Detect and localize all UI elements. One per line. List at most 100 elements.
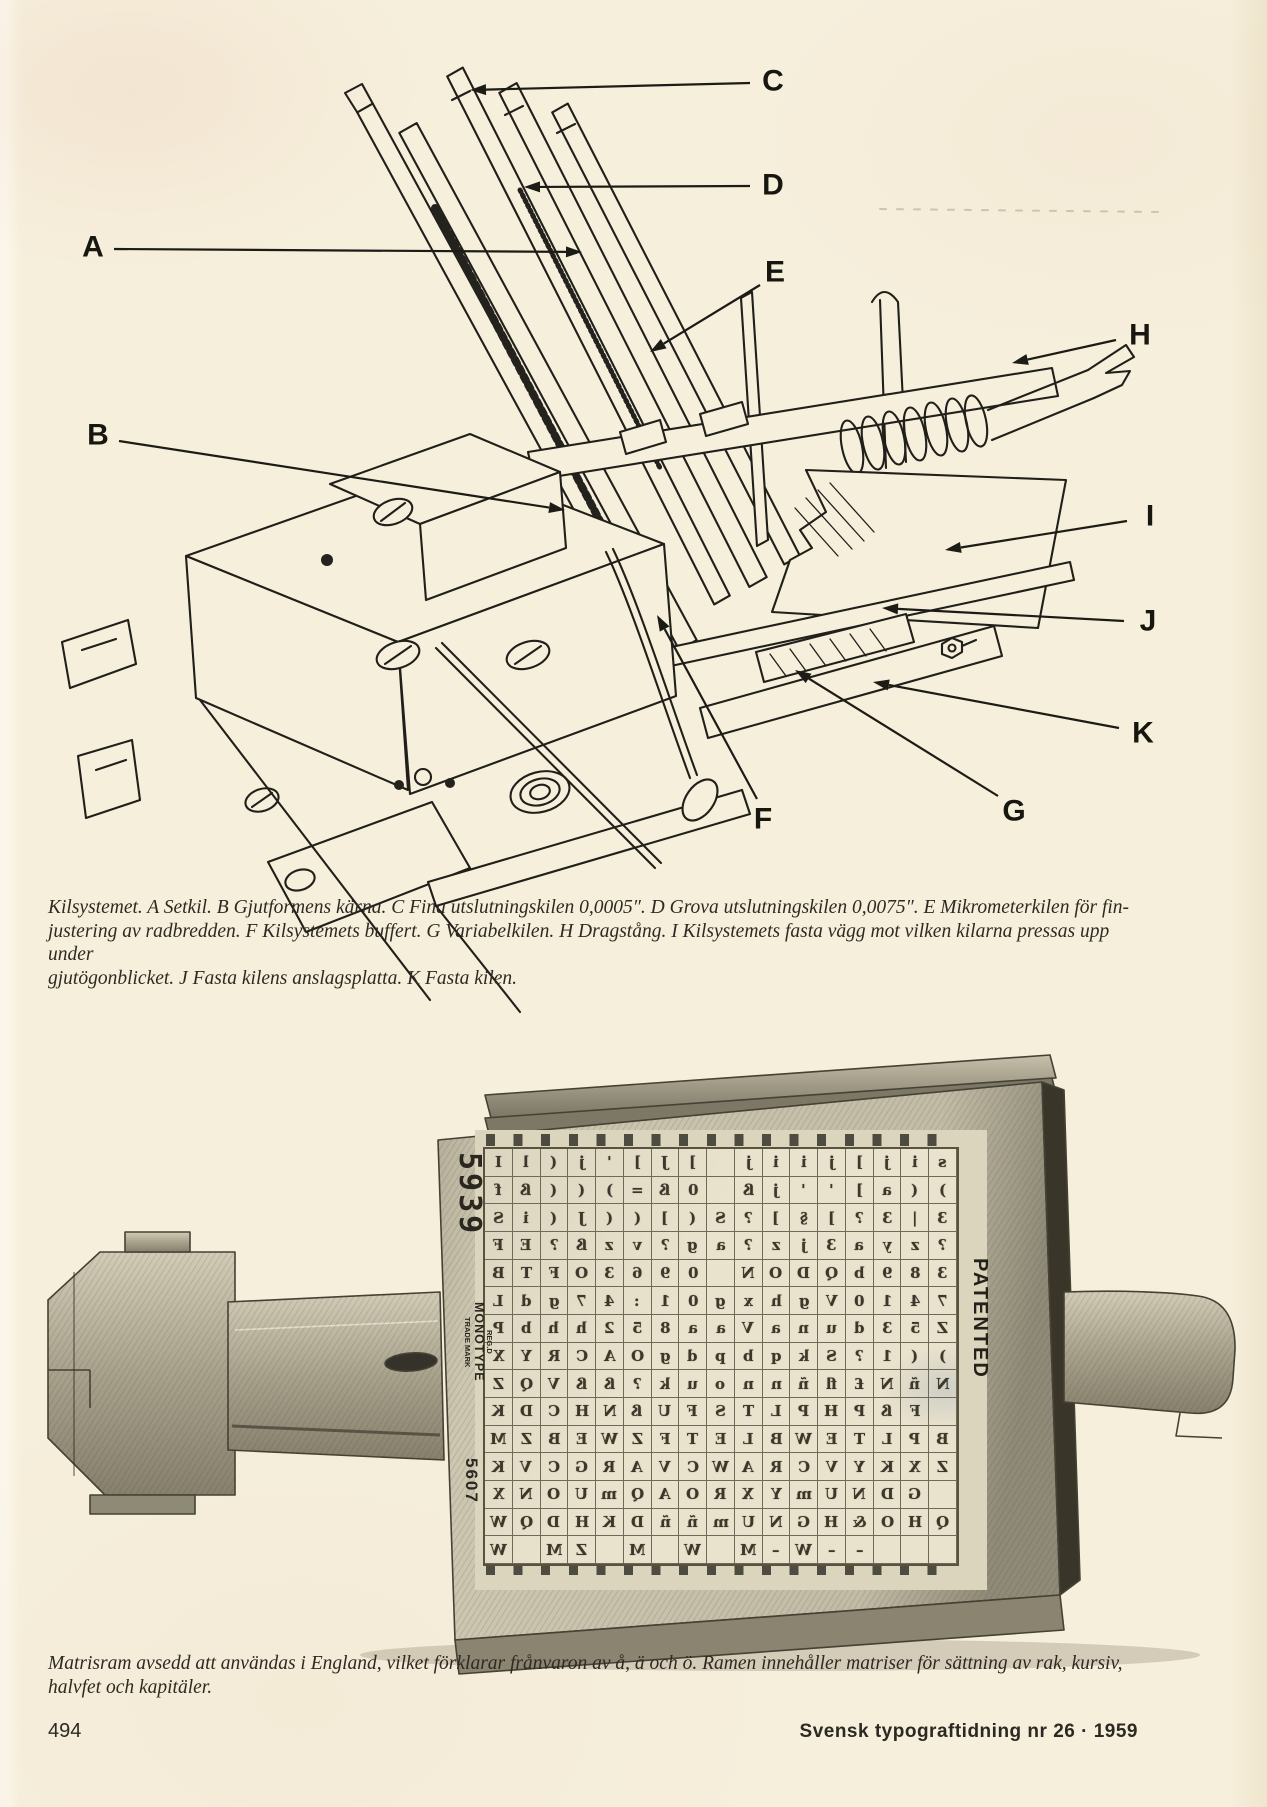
matrix-cell: ß [623, 1397, 652, 1426]
matrix-glyph: T [687, 1429, 699, 1448]
matrix-cell: a [707, 1231, 735, 1260]
leader-arrowhead-H [1012, 354, 1029, 365]
matrix-glyph: K [602, 1512, 616, 1531]
matrix-glyph: A [659, 1485, 671, 1504]
matrix-cell: S [707, 1397, 735, 1426]
matrix-glyph: = [630, 1180, 644, 1199]
matrix-cell: ( [596, 1204, 624, 1232]
matrix-glyph: W [601, 1429, 618, 1448]
leader-line-I [960, 519, 1128, 549]
wedge-teeth-fine [517, 187, 663, 471]
matrix-cell [929, 1397, 957, 1426]
matrix-glyph: W [684, 1540, 702, 1559]
matrix-glyph: U [575, 1485, 589, 1504]
matrix-glyph: ß [742, 1180, 754, 1199]
matrix-glyph: P [853, 1402, 865, 1421]
matrix-cell: 9 [651, 1259, 680, 1288]
matrix-glyph: 9 [881, 1263, 893, 1282]
matrix-cell: £ [845, 1370, 874, 1398]
matrix-glyph: W [795, 1429, 813, 1448]
matrix-cell: 1 [873, 1342, 902, 1371]
matrix-glyph: 4 [909, 1291, 921, 1310]
matrix-cell: ñ [901, 1370, 930, 1398]
matrix-glyph: j [745, 1153, 751, 1172]
matrix-cell: S [818, 1342, 846, 1371]
leader-line-F [663, 628, 758, 800]
mould-block [60, 432, 752, 1014]
matrix-cell: O [762, 1259, 791, 1288]
matrix-cell: V [818, 1453, 846, 1481]
matrix-cell: W [679, 1536, 708, 1564]
matrix-glyph: A [603, 1346, 616, 1365]
matrix-glyph: R [603, 1457, 616, 1476]
matrix-glyph: D [519, 1402, 533, 1421]
part-label-J: J [1140, 605, 1157, 638]
matrix-cell: ß [568, 1231, 597, 1260]
matrix-glyph: D [797, 1263, 811, 1282]
matrix-cell: ] [845, 1149, 874, 1177]
matrix-cell: ß [734, 1176, 763, 1205]
matrix-glyph: 3 [937, 1263, 948, 1282]
matrix-glyph: ] [828, 1208, 836, 1227]
matrix-glyph: O [880, 1512, 894, 1531]
matrix-cell: O [568, 1259, 597, 1288]
page-number: 494 [48, 1720, 82, 1742]
matrix-cell: ? [845, 1342, 874, 1371]
matrix-glyph: ] [855, 1153, 863, 1172]
matrix-cell: G [790, 1508, 819, 1537]
matrix-glyph: O [686, 1485, 700, 1504]
scan-artifact [879, 208, 1161, 213]
spring-coil [839, 394, 989, 475]
hook-rod [870, 290, 908, 470]
matrix-cell: 3 [873, 1314, 902, 1343]
matrix-glyph: F [909, 1402, 921, 1421]
matrix-glyph: a [771, 1319, 781, 1338]
matrix-cell [929, 1536, 957, 1564]
matrix-cell: a [679, 1314, 708, 1343]
matrix-cell: i [762, 1149, 791, 1177]
matrix-cell: B [762, 1425, 791, 1454]
matrix-cell: 0 [845, 1287, 874, 1315]
matrix-cell: A [651, 1480, 680, 1509]
matrix-cell: C [540, 1453, 569, 1481]
matrix-cell: C [679, 1453, 708, 1481]
matrix-cell: H [901, 1508, 930, 1537]
matrix-cell: k [790, 1342, 819, 1371]
matrix-glyph: L [742, 1429, 754, 1448]
matrix-cell: V [512, 1453, 541, 1481]
matrix-cell: ( [540, 1149, 569, 1177]
matrix-cell: ' [818, 1176, 846, 1205]
matrix-cell: F [485, 1231, 513, 1260]
right-handle [1063, 1290, 1236, 1439]
matrix-glyph: O [769, 1263, 783, 1282]
matrix-cell: – [762, 1536, 791, 1564]
part-label-B: B [87, 419, 109, 452]
leader-arrowhead-I [945, 542, 962, 553]
matrix-cell: 6 [623, 1259, 652, 1288]
matrix-cell: : [623, 1287, 652, 1315]
matrix-glyph: 0 [854, 1291, 865, 1310]
matrix-glyph: ) [939, 1180, 947, 1199]
buffer-rod [434, 547, 719, 870]
matrix-cell: ] [845, 1176, 874, 1205]
matrix-cell: z [901, 1231, 930, 1260]
matrix-glyph: V [825, 1291, 838, 1310]
matrix-glyph: D [547, 1512, 561, 1531]
matrix-cell: j [873, 1149, 902, 1177]
matrix-glyph: ( [633, 1208, 641, 1227]
matrix-cell: E [818, 1425, 846, 1454]
matrix-glyph: Y [853, 1457, 865, 1476]
matrix-glyph: 0 [687, 1263, 698, 1282]
matrix-glyph: ( [578, 1180, 586, 1199]
matrix-cell: i [901, 1149, 930, 1177]
figure2-caption: Matrisram avsedd att användas i England,… [48, 1652, 1138, 1699]
matrix-cell: 2 [596, 1314, 624, 1343]
matrix-glyph: d [854, 1319, 865, 1338]
matrix-glyph: ' [801, 1180, 807, 1199]
matrix-glyph: L [881, 1429, 893, 1448]
matrix-cell: k [651, 1370, 680, 1398]
matrix-glyph: R [769, 1457, 783, 1476]
matrix-cell: 1 [873, 1287, 902, 1315]
hatch-broken-edge [794, 482, 875, 557]
